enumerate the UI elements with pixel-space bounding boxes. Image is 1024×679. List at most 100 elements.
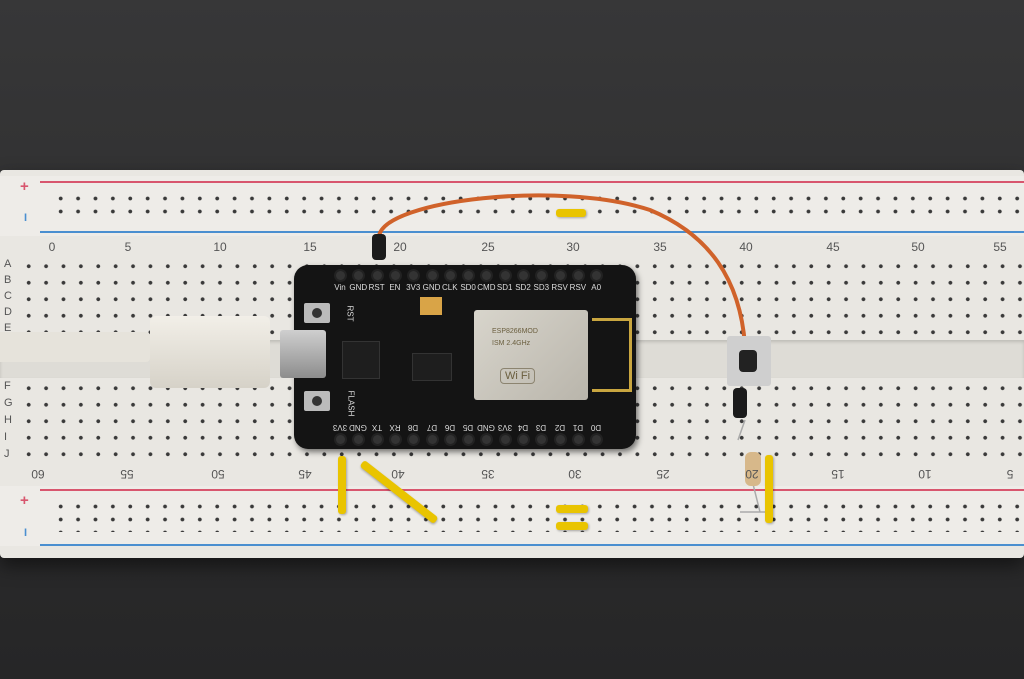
- wire-end-right: [733, 388, 747, 418]
- column-number: 30: [566, 240, 580, 254]
- wifi-logo: Wi Fi: [500, 368, 536, 384]
- header-pin: [427, 271, 437, 280]
- usb-cable: [0, 332, 150, 362]
- top-blue-line: [40, 231, 1024, 233]
- header-pin: [372, 271, 382, 280]
- row-letter: A: [4, 258, 12, 270]
- row-letter: I: [4, 431, 8, 443]
- pin-label: Vin: [334, 283, 346, 292]
- column-number: 60: [31, 467, 45, 481]
- row-letter: H: [4, 414, 12, 426]
- row-letter: E: [4, 322, 12, 334]
- yellow-jumper: [556, 522, 588, 530]
- column-number: 45: [298, 467, 312, 481]
- orange-jumper-wire: [377, 193, 747, 346]
- bottom-minus-sign: I: [24, 527, 28, 539]
- header-pin: [390, 271, 400, 280]
- push-button[interactable]: [727, 336, 771, 386]
- column-number: 15: [303, 240, 317, 254]
- yellow-jumper: [765, 455, 773, 523]
- header-pin: [464, 435, 474, 444]
- header-pin: [592, 271, 602, 280]
- header-pin: [336, 435, 345, 444]
- header-pin: [500, 271, 510, 280]
- yellow-jumper: [338, 456, 346, 514]
- header-pin: [445, 435, 455, 444]
- header-pin: [555, 271, 565, 280]
- yellow-jumper: [556, 505, 588, 513]
- row-letter: J: [4, 448, 10, 460]
- column-number: 50: [911, 240, 925, 254]
- pin-label: GND: [422, 283, 441, 292]
- column-number: 5: [1006, 467, 1014, 481]
- column-number: 35: [481, 467, 495, 481]
- header-pin: [555, 435, 565, 444]
- header-pin: [482, 435, 492, 444]
- pin-label: SD2: [515, 283, 531, 292]
- yellow-jumper: [556, 209, 586, 217]
- header-pin: [427, 435, 437, 444]
- header-pin: [519, 435, 528, 444]
- header-pin: [409, 271, 419, 280]
- header-pin: [464, 271, 474, 280]
- row-letter: C: [4, 290, 12, 302]
- column-number: 20: [393, 240, 407, 254]
- bottom-red-line: [40, 489, 1024, 491]
- header-pin: [573, 271, 583, 280]
- header-pin: [519, 271, 528, 280]
- column-number: 35: [653, 240, 667, 254]
- esp8266-module: ESP8266MOD ISM 2.4GHz Wi Fi: [474, 310, 588, 400]
- column-number: 45: [826, 240, 840, 254]
- pcb-antenna: [592, 318, 632, 392]
- column-number: 30: [568, 467, 582, 481]
- pin-label: A0: [591, 283, 602, 292]
- top-red-line: [40, 181, 1024, 183]
- header-pin: [573, 435, 583, 444]
- rst-button[interactable]: [304, 303, 330, 323]
- header-pin: [390, 435, 400, 444]
- header-pin: [537, 271, 547, 280]
- header-pin: [354, 271, 364, 280]
- row-letter: G: [4, 397, 13, 409]
- header-pin: [537, 435, 547, 444]
- column-number: 0: [48, 240, 56, 254]
- wire-end-left: [372, 234, 386, 260]
- voltage-regulator: [412, 353, 452, 381]
- bottom-plus-sign: +: [20, 492, 29, 509]
- capacitor: [420, 297, 442, 315]
- header-pin: [592, 435, 602, 444]
- header-pin: [500, 435, 510, 444]
- pin-label: RSV: [551, 283, 568, 292]
- column-number: 55: [993, 240, 1007, 254]
- column-number: 40: [739, 240, 753, 254]
- resistor: [745, 452, 761, 486]
- pin-label: EN: [389, 283, 401, 292]
- column-number: 20: [745, 467, 759, 481]
- pin-label: SD3: [533, 283, 550, 292]
- row-letter: B: [4, 274, 12, 286]
- header-pin: [336, 271, 345, 280]
- flash-button[interactable]: [304, 391, 330, 411]
- row-letter: D: [4, 306, 12, 318]
- pin-label: SD0: [460, 283, 476, 292]
- esp-model-text: ESP8266MOD: [492, 328, 538, 335]
- column-number: 40: [391, 467, 405, 481]
- header-pin: [372, 435, 382, 444]
- pin-label: RST: [368, 283, 385, 292]
- top-plus-sign: +: [20, 178, 29, 195]
- usb-plug: [150, 316, 270, 388]
- column-number: 50: [211, 467, 225, 481]
- esp-band-text: ISM 2.4GHz: [492, 340, 531, 347]
- usb-serial-chip: [342, 341, 380, 379]
- row-letter: F: [4, 380, 11, 392]
- top-minus-sign: I: [24, 212, 28, 224]
- header-pin: [409, 435, 419, 444]
- column-number: 5: [124, 240, 132, 254]
- column-number: 15: [831, 467, 845, 481]
- header-pin: [354, 435, 364, 444]
- header-pin: [445, 271, 455, 280]
- column-number: 25: [481, 240, 495, 254]
- pin-label: CLK: [442, 283, 458, 292]
- bottom-rail-holes: [52, 500, 1024, 532]
